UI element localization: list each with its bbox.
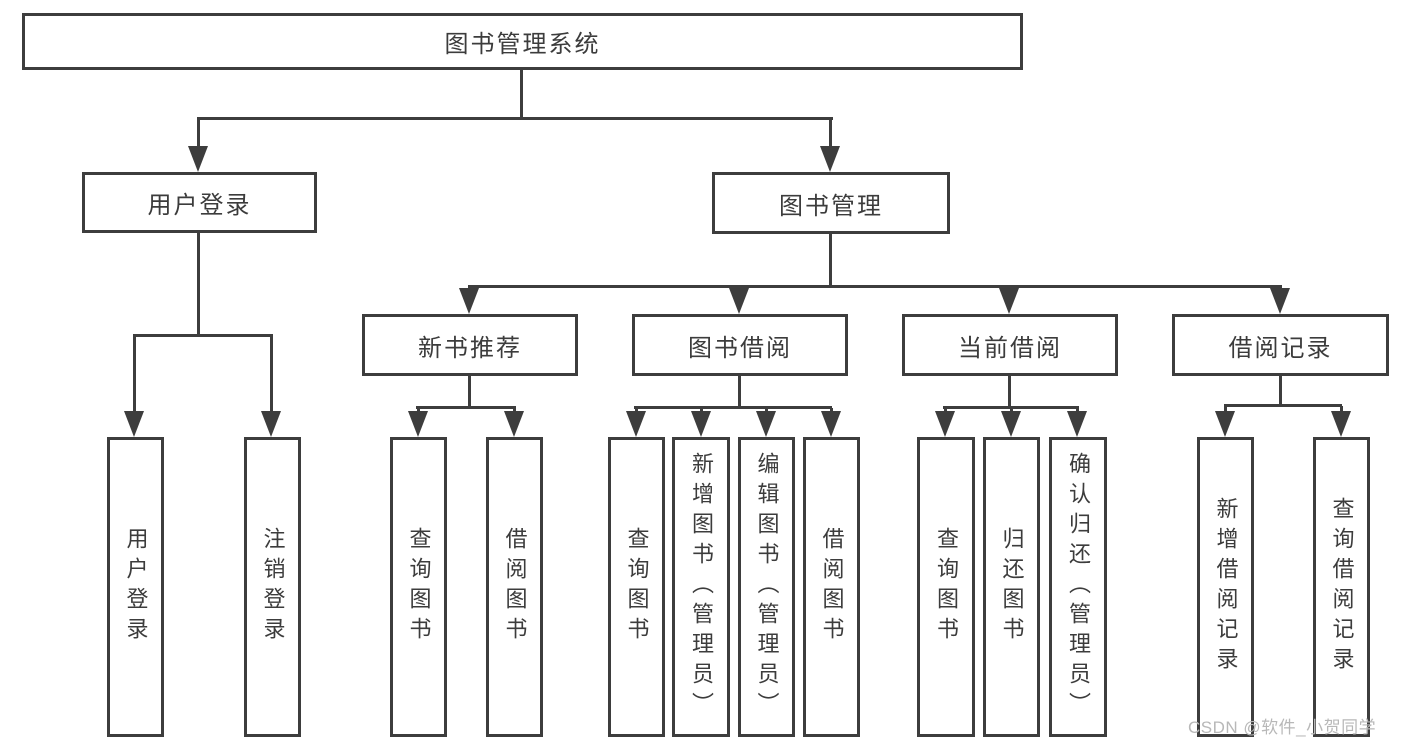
arrowhead-icon (691, 411, 711, 437)
leaf-confirm-return-admin: 确认归还（管理员） (1049, 437, 1107, 737)
connector-line (1279, 375, 1282, 406)
node-book-borrowing: 图书借阅 (632, 314, 848, 376)
leaf-label: 归还图书 (999, 527, 1025, 647)
node-label: 新书推荐 (418, 334, 522, 362)
csdn-watermark: CSDN @软件_小贺同学 (1188, 718, 1377, 737)
leaf-user-login: 用户登录 (107, 437, 164, 737)
connector-line (1008, 375, 1011, 408)
connector-line (133, 334, 273, 337)
node-borrowing-records: 借阅记录 (1172, 314, 1389, 376)
leaf-label: 新增图书（管理员） (689, 452, 714, 722)
leaf-logout: 注销登录 (244, 437, 301, 737)
connector-line (634, 406, 832, 409)
leaf-edit-books-admin: 编辑图书（管理员） (738, 437, 795, 737)
connector-line (829, 118, 832, 148)
node-user-login: 用户登录 (82, 172, 317, 233)
leaf-return-books: 归还图书 (983, 437, 1040, 737)
connector-line (416, 406, 516, 409)
node-new-book-recommend: 新书推荐 (362, 314, 578, 376)
arrowhead-icon (261, 411, 281, 437)
arrowhead-icon (1215, 411, 1235, 437)
leaf-query-books-current: 查询图书 (917, 437, 975, 737)
connector-line (1224, 404, 1342, 407)
arrowhead-icon (504, 411, 524, 437)
connector-line (197, 118, 200, 148)
leaf-borrow-books: 借阅图书 (803, 437, 860, 737)
leaf-add-books-admin: 新增图书（管理员） (672, 437, 730, 737)
arrowhead-icon (1067, 411, 1087, 437)
arrowhead-icon (756, 411, 776, 437)
arrowhead-icon (1331, 411, 1351, 437)
leaf-label: 注销登录 (260, 527, 286, 647)
connector-line (270, 336, 273, 412)
leaf-label: 查询图书 (934, 527, 959, 647)
node-label: 图书管理 (779, 192, 883, 220)
connector-line (520, 68, 523, 120)
leaf-borrow-books-recommend: 借阅图书 (486, 437, 543, 737)
leaf-label: 新增借阅记录 (1213, 497, 1239, 677)
arrowhead-icon (1001, 411, 1021, 437)
node-root-library-system: 图书管理系统 (22, 13, 1023, 70)
arrowhead-icon (999, 288, 1019, 314)
connector-line (468, 285, 1282, 288)
node-book-management: 图书管理 (712, 172, 950, 234)
connector-line (943, 406, 1079, 409)
arrowhead-icon (821, 411, 841, 437)
leaf-label: 借阅图书 (502, 527, 528, 647)
leaf-label: 确认归还（管理员） (1066, 452, 1091, 722)
connector-line (738, 375, 741, 408)
arrowhead-icon (820, 146, 840, 172)
arrowhead-icon (1270, 288, 1290, 314)
leaf-query-books-recommend: 查询图书 (390, 437, 447, 737)
arrowhead-icon (459, 288, 479, 314)
connector-line (133, 336, 136, 412)
node-label: 图书借阅 (688, 334, 792, 362)
arrowhead-icon (935, 411, 955, 437)
leaf-label: 查询借阅记录 (1329, 497, 1355, 677)
arrowhead-icon (124, 411, 144, 437)
node-label: 用户登录 (147, 192, 252, 219)
node-label: 借阅记录 (1228, 334, 1333, 362)
connector-line (829, 233, 832, 287)
node-label: 图书管理系统 (444, 31, 601, 58)
node-current-borrowing: 当前借阅 (902, 314, 1118, 376)
leaf-label: 查询图书 (406, 527, 432, 647)
leaf-add-borrow-record: 新增借阅记录 (1197, 437, 1254, 737)
arrowhead-icon (626, 411, 646, 437)
leaf-query-borrow-record: 查询借阅记录 (1313, 437, 1370, 737)
leaf-label: 编辑图书（管理员） (754, 452, 780, 722)
arrowhead-icon (188, 146, 208, 172)
leaf-label: 用户登录 (123, 527, 149, 647)
connector-line (197, 117, 833, 120)
arrowhead-icon (408, 411, 428, 437)
leaf-label: 查询图书 (624, 527, 650, 647)
connector-line (468, 375, 471, 408)
leaf-query-books-borrowing: 查询图书 (608, 437, 665, 737)
node-label: 当前借阅 (958, 334, 1062, 362)
arrowhead-icon (729, 288, 749, 314)
leaf-label: 借阅图书 (819, 527, 845, 647)
connector-line (197, 232, 200, 336)
